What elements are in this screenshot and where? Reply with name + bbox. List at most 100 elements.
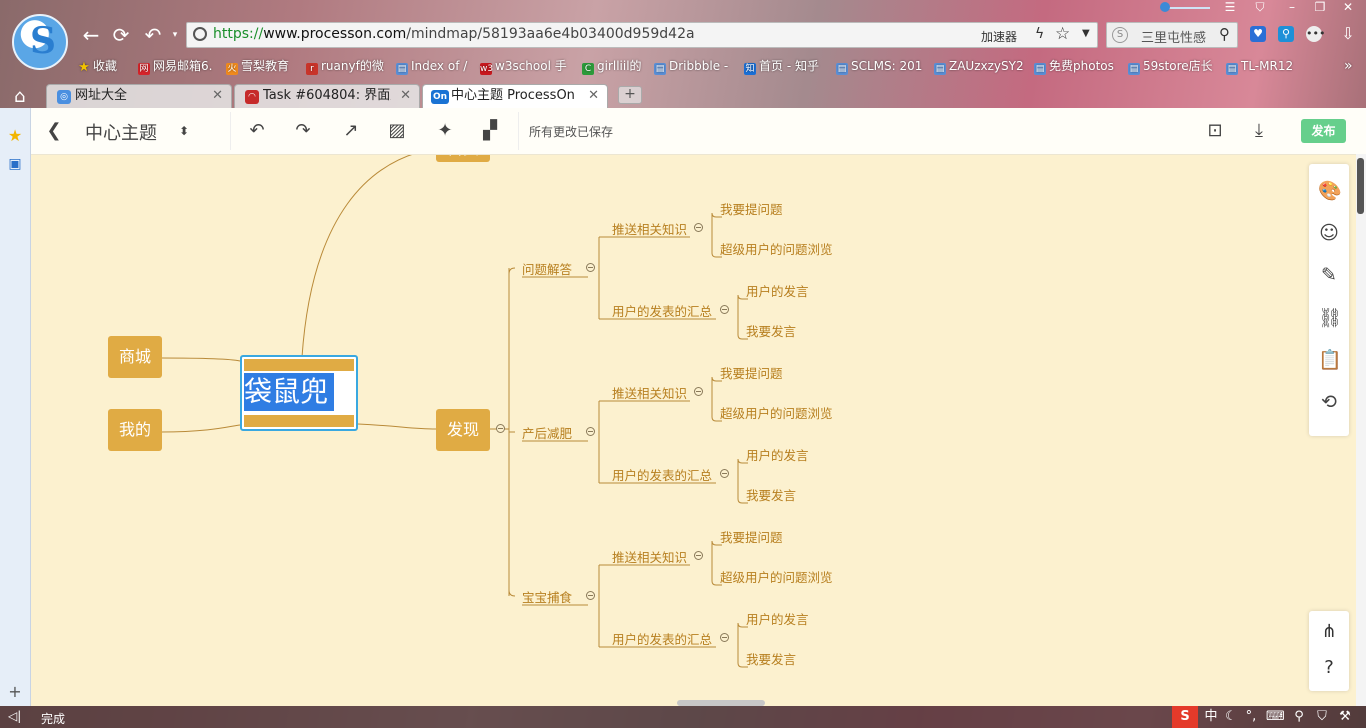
- bookmark-item[interactable]: ▤59store店长: [1128, 59, 1213, 75]
- sub-branch-label[interactable]: 用户的发表的汇总: [612, 304, 713, 319]
- note-icon[interactable]: ✎: [1321, 264, 1337, 286]
- bookmark-item[interactable]: ▤SCLMS: 201: [836, 59, 923, 75]
- horizontal-scrollbar[interactable]: [677, 700, 765, 706]
- close-icon[interactable]: ✕: [1342, 0, 1354, 14]
- add-icon[interactable]: +: [8, 682, 22, 701]
- punctuation-icon[interactable]: °,: [1245, 709, 1257, 724]
- collapse-toggle[interactable]: [720, 305, 729, 314]
- search-ext-icon[interactable]: ⚲: [1278, 26, 1294, 42]
- redo-icon[interactable]: ↷: [295, 120, 311, 141]
- clothes-icon[interactable]: ⚲: [1294, 709, 1304, 724]
- present-icon[interactable]: ⊡: [1207, 120, 1223, 141]
- leaf-label[interactable]: 用户的发言: [746, 612, 809, 627]
- smiley-icon[interactable]: ☺: [1319, 222, 1339, 244]
- link-icon[interactable]: ⛓: [1318, 307, 1343, 329]
- document-title[interactable]: 中心主题: [85, 123, 157, 144]
- tshirt-icon[interactable]: ⛉: [1317, 709, 1327, 724]
- ime-logo-icon[interactable]: S: [1172, 706, 1198, 728]
- sidebar-toggle-icon[interactable]: ◁|: [8, 709, 22, 723]
- collapse-toggle[interactable]: [720, 633, 729, 642]
- node-mine[interactable]: 我的: [108, 409, 162, 451]
- bookmark-item[interactable]: ▤Index of /: [396, 59, 468, 75]
- tab-item[interactable]: ◠Task #604804: 界面原型✕: [234, 84, 420, 108]
- back-icon[interactable]: ←: [82, 23, 100, 47]
- vertical-scrollbar[interactable]: [1356, 154, 1366, 706]
- bookmark-item[interactable]: 网网易邮箱6.: [138, 59, 213, 75]
- leaf-label[interactable]: 超级用户的问题浏览: [720, 406, 833, 421]
- undo-icon[interactable]: ↶: [249, 120, 265, 141]
- help-icon[interactable]: ?: [1324, 657, 1334, 678]
- skin-icon[interactable]: ⛉: [1255, 0, 1265, 14]
- collapse-toggle[interactable]: [720, 469, 729, 478]
- collapse-toggle[interactable]: [694, 223, 703, 232]
- node-shop[interactable]: 商城: [108, 336, 162, 378]
- search-box[interactable]: S 三里屯性感 ⚲: [1106, 22, 1238, 48]
- back-arrow-icon[interactable]: ❮: [46, 120, 62, 141]
- sub-branch-label[interactable]: 用户的发表的汇总: [612, 468, 713, 483]
- keyboard-icon[interactable]: ⌨: [1266, 709, 1285, 724]
- collapse-toggle[interactable]: [694, 551, 703, 560]
- tab-close-icon[interactable]: ✕: [400, 88, 411, 103]
- minimize-icon[interactable]: –: [1289, 0, 1295, 14]
- download-icon[interactable]: ⤓: [1255, 120, 1263, 141]
- leaf-label[interactable]: 我要提问题: [720, 366, 783, 381]
- menu-icon[interactable]: ☰: [1224, 0, 1236, 14]
- sub-branch-label[interactable]: 推送相关知识: [612, 386, 688, 401]
- leaf-label[interactable]: 我要发言: [746, 324, 797, 339]
- collapse-toggle[interactable]: [586, 263, 595, 272]
- ime-mode[interactable]: 中: [1204, 709, 1218, 724]
- sub-branch-label[interactable]: 用户的发表的汇总: [612, 632, 713, 647]
- collapse-toggle[interactable]: [694, 387, 703, 396]
- branch-label[interactable]: 宝宝捕食: [522, 590, 573, 605]
- leaf-label[interactable]: 我要提问题: [720, 530, 783, 545]
- bookmark-item[interactable]: ▤Dribbble -: [654, 59, 729, 75]
- collapse-toggle[interactable]: [586, 427, 595, 436]
- sub-branch-label[interactable]: 推送相关知识: [612, 550, 688, 565]
- mindmap-canvas[interactable]: [31, 108, 1366, 706]
- leaf-label[interactable]: 我要提问题: [720, 202, 783, 217]
- search-input[interactable]: 三里屯性感: [1141, 31, 1207, 46]
- tab-close-icon[interactable]: ✕: [212, 88, 223, 103]
- history-icon[interactable]: ⟲: [1321, 391, 1337, 413]
- bookmark-item[interactable]: ▤TL-MR12: [1226, 59, 1294, 75]
- leaf-label[interactable]: 我要发言: [746, 488, 797, 503]
- more-icon[interactable]: •••: [1306, 26, 1326, 42]
- bookmark-item[interactable]: ★收藏: [78, 59, 118, 75]
- leaf-label[interactable]: 超级用户的问题浏览: [720, 570, 833, 585]
- publish-button[interactable]: 发布: [1301, 119, 1346, 143]
- palette-icon[interactable]: 🎨: [1318, 180, 1342, 202]
- tab-close-icon[interactable]: ✕: [588, 88, 599, 103]
- leaf-label[interactable]: 用户的发言: [746, 448, 809, 463]
- browser-logo[interactable]: S: [12, 14, 68, 70]
- wrench-icon[interactable]: ⚒: [1339, 709, 1351, 724]
- url-text[interactable]: https://www.processon.com/mindmap/58193a…: [213, 26, 695, 42]
- new-tab-button[interactable]: +: [618, 86, 642, 104]
- sub-branch-label[interactable]: 推送相关知识: [612, 222, 688, 237]
- search-engine-icon[interactable]: S: [1112, 27, 1128, 43]
- home-icon[interactable]: ⌂: [14, 86, 26, 107]
- shield-ext-icon[interactable]: ♥: [1250, 26, 1266, 42]
- moon-icon[interactable]: ☾: [1225, 709, 1237, 724]
- star-icon[interactable]: ☆: [1055, 24, 1071, 44]
- image-icon[interactable]: ▨: [388, 120, 406, 141]
- chevron-down-icon[interactable]: ▼: [1082, 28, 1090, 39]
- more-bookmarks-icon[interactable]: »: [1344, 58, 1353, 74]
- collapse-toggle[interactable]: [586, 591, 595, 600]
- restore-icon[interactable]: ❐: [1314, 0, 1326, 14]
- center-topic-input[interactable]: 袋鼠兜: [244, 373, 334, 411]
- accelerator-label[interactable]: 加速器: [981, 30, 1018, 44]
- reader-icon[interactable]: ▣: [8, 156, 22, 172]
- search-icon[interactable]: ⚲: [1219, 25, 1230, 43]
- tab-item[interactable]: ◎网址大全✕: [46, 84, 232, 108]
- share-icon[interactable]: ⋔: [1321, 621, 1337, 642]
- bookmark-item[interactable]: 火雪梨教育: [226, 59, 290, 75]
- branch-label[interactable]: 问题解答: [522, 262, 573, 277]
- bookmark-item[interactable]: 知首页 - 知乎: [744, 59, 819, 75]
- favorites-star-icon[interactable]: ★: [7, 126, 23, 145]
- node-discover[interactable]: 发现: [436, 409, 490, 451]
- center-topic[interactable]: 袋鼠兜: [240, 355, 358, 431]
- refresh-icon[interactable]: ⟳: [112, 23, 130, 47]
